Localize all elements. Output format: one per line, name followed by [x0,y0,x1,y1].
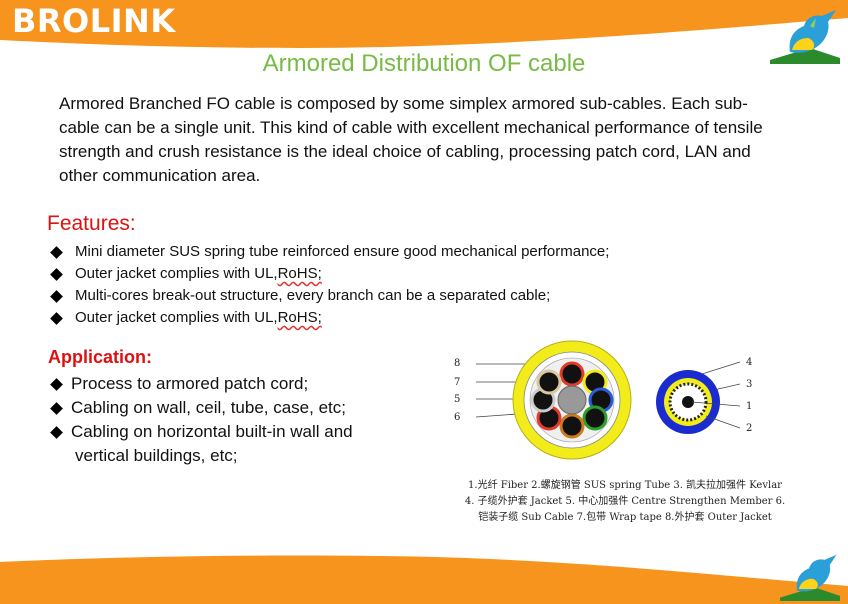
brand-logo-icon [770,10,840,64]
features-list: Mini diameter SUS spring tube reinforced… [48,241,609,329]
diagram-label-6: 6 [454,412,460,423]
intro-paragraph: Armored Branched FO cable is composed by… [59,94,763,185]
cable-cross-section-diagram: 8 7 5 6 4 3 1 2 [454,340,752,460]
list-item-continuation: vertical buildings, etc; [75,446,238,465]
diagram-label-7: 7 [454,377,460,388]
diagram-label-1: 1 [746,401,752,412]
diagram-label-2: 2 [746,423,752,434]
legend-line: 4. 子缆外护套 Jacket 5. 中心加强件 Centre Strength… [464,496,786,507]
legend-line: 铠装子缆 Sub Cable 7.包带 Wrap tape 8.外护套 Oute… [478,512,772,523]
list-item: Outer jacket complies with UL, RoHS; [48,307,609,329]
list-item: Multi-cores break-out structure, every b… [48,285,609,307]
diamond-bullet-icon [50,402,63,415]
diamond-bullet-icon [50,378,63,391]
footer-logo-icon [780,554,840,601]
list-item: Process to armored patch cord; [48,372,408,396]
legend-line: 1.光纤 Fiber 2.螺旋钢管 SUS spring Tube 3. 凯夫拉… [468,480,782,491]
page-title: Armored Distribution OF cable [262,50,586,77]
diagram-label-3: 3 [746,379,752,390]
diamond-bullet-icon [50,245,63,259]
application-heading: Application: [48,347,152,367]
diamond-bullet-icon [50,267,63,281]
list-item: Mini diameter SUS spring tube reinforced… [48,241,609,263]
diamond-bullet-icon [50,426,63,439]
list-item: Outer jacket complies with UL, RoHS; [48,263,609,285]
list-item: Cabling on horizontal built-in wall and [48,420,408,444]
diamond-bullet-icon [50,311,63,325]
diagram-label-4: 4 [746,357,752,368]
application-list: Process to armored patch cord; Cabling o… [48,372,408,468]
diagram-label-5: 5 [454,394,460,405]
diamond-bullet-icon [50,289,63,303]
diagram-legend: 1.光纤 Fiber 2.螺旋钢管 SUS spring Tube 3. 凯夫拉… [440,478,810,526]
brand-name: BROLINK [12,2,176,40]
footer-band [0,555,848,604]
list-item: Cabling on wall, ceil, tube, case, etc; [48,396,408,420]
features-heading: Features: [47,212,136,235]
header-band [0,0,848,48]
diagram-label-8: 8 [454,358,460,369]
